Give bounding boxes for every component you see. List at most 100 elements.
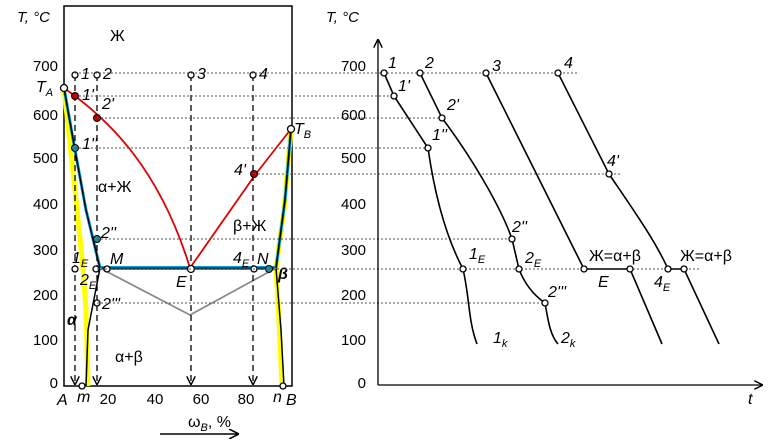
cc-point-4p bbox=[605, 170, 613, 178]
cc-label-1k: 1k bbox=[493, 330, 508, 350]
pd-label-1pp: 1'' bbox=[82, 136, 98, 153]
cc-label-E: E bbox=[598, 274, 609, 291]
region-alpha-liquid: α+Ж bbox=[98, 179, 132, 196]
eutectic-triangle bbox=[99, 267, 277, 317]
pd-label-M: M bbox=[110, 251, 124, 268]
cc-reaction-3: Ж=α+β bbox=[589, 248, 641, 265]
label-TA: TA bbox=[36, 79, 53, 99]
cc-label-2k: 2k bbox=[560, 330, 576, 350]
pd-ytick-100: 100 bbox=[33, 332, 58, 349]
cc-label-1: 1 bbox=[388, 55, 397, 72]
pd-label-1E: 1E bbox=[72, 250, 89, 270]
phase-diagram: 700 600 500 400 300 200 100 0 T, °C 20 4… bbox=[17, 5, 311, 434]
cc-label-2p: 2' bbox=[446, 97, 460, 114]
cc-ytick-400: 400 bbox=[341, 196, 366, 213]
cc-label-2ppp: 2''' bbox=[547, 284, 567, 301]
pd-label-2E: 2E bbox=[79, 272, 97, 292]
phase-diagram-frame bbox=[63, 5, 293, 387]
pd-comp-n: n bbox=[273, 389, 282, 406]
liquidus-alpha bbox=[63, 87, 191, 269]
pd-ytick-0: 0 bbox=[50, 375, 58, 392]
pd-alloy-label-1: 1 bbox=[81, 66, 90, 83]
cc-ytick-700: 700 bbox=[341, 58, 366, 75]
cc-label-4: 4 bbox=[564, 55, 573, 72]
cc-reaction-4: Ж=α+β bbox=[680, 248, 732, 265]
cc-label-2pp: 2'' bbox=[511, 219, 528, 236]
pd-xtick-20: 20 bbox=[100, 391, 117, 408]
pd-alloy-label-3: 3 bbox=[197, 66, 206, 83]
cc-label-4E: 4E bbox=[654, 274, 671, 294]
cc-label-2: 2 bbox=[424, 55, 434, 72]
liquidus-beta bbox=[189, 128, 292, 269]
pd-corner-B: B bbox=[286, 392, 297, 409]
cc-x-axis-label: t bbox=[748, 391, 753, 408]
cc-point-4E-start bbox=[664, 265, 672, 273]
pd-label-4E: 4E bbox=[233, 250, 250, 270]
cc-ytick-500: 500 bbox=[341, 150, 366, 167]
region-beta-liquid: β+Ж bbox=[233, 218, 267, 235]
label-TB: TB bbox=[294, 121, 311, 141]
cc-ytick-200: 200 bbox=[341, 287, 366, 304]
pd-xtick-60: 60 bbox=[193, 391, 210, 408]
cc-point-2pp bbox=[508, 235, 516, 243]
cc-point-3E-start bbox=[580, 265, 588, 273]
cc-point-3 bbox=[482, 69, 490, 77]
cc-point-4 bbox=[554, 69, 562, 77]
pd-ytick-200: 200 bbox=[33, 287, 58, 304]
pd-point-3 bbox=[187, 71, 195, 79]
region-beta: β bbox=[277, 266, 288, 283]
cc-point-2ppp bbox=[541, 299, 549, 307]
pd-point-m bbox=[78, 382, 86, 390]
pd-comp-m: m bbox=[77, 389, 90, 406]
pd-point-n bbox=[279, 382, 287, 390]
pd-point-4 bbox=[249, 71, 257, 79]
pd-point-1 bbox=[71, 71, 79, 79]
cc-point-1pp bbox=[424, 144, 432, 152]
pd-x-axis-label: ωB, % bbox=[188, 414, 231, 434]
pd-label-2p: 2' bbox=[101, 96, 115, 113]
cooling-curves: T, °C t 700 600 500 400 300 200 100 0 bbox=[326, 9, 762, 408]
cc-point-2 bbox=[416, 69, 424, 77]
cc-ytick-0: 0 bbox=[358, 375, 366, 392]
pd-ytick-300: 300 bbox=[33, 242, 58, 259]
cc-point-2E bbox=[515, 265, 523, 273]
cc-point-1p bbox=[390, 92, 398, 100]
cc-ytick-100: 100 bbox=[341, 332, 366, 349]
pd-point-TA bbox=[59, 83, 69, 93]
pd-y-axis-label: T, °C bbox=[17, 9, 50, 26]
cc-point-1E bbox=[459, 265, 467, 273]
cc-ytick-600: 600 bbox=[341, 107, 366, 124]
pd-xtick-40: 40 bbox=[147, 391, 164, 408]
region-alpha: α bbox=[67, 312, 78, 329]
pd-label-4p: 4' bbox=[234, 162, 247, 179]
cc-label-1p: 1' bbox=[398, 78, 411, 95]
pd-label-N: N bbox=[257, 251, 269, 268]
pd-label-2ppp: 2''' bbox=[101, 296, 121, 313]
cc-point-4E-end bbox=[680, 265, 688, 273]
cc-label-1pp: 1'' bbox=[432, 127, 448, 144]
cooling-curve-2 bbox=[419, 72, 559, 345]
pd-ytick-400: 400 bbox=[33, 196, 58, 213]
cc-point-2p bbox=[438, 114, 446, 122]
pd-label-1p: 1' bbox=[82, 87, 95, 104]
pd-point-TB bbox=[286, 124, 296, 134]
cc-label-1E: 1E bbox=[469, 246, 486, 266]
cc-label-3: 3 bbox=[492, 58, 501, 75]
cc-label-2E: 2E bbox=[524, 250, 542, 270]
pd-corner-A: A bbox=[56, 392, 68, 409]
cooling-curve-1 bbox=[383, 72, 478, 345]
pd-point-1E bbox=[71, 265, 79, 273]
region-alpha-beta: α+β bbox=[115, 349, 143, 366]
cc-y-axis-label: T, °C bbox=[326, 9, 359, 26]
cc-point-3E-end bbox=[626, 265, 634, 273]
cooling-curve-4 bbox=[557, 72, 720, 345]
pd-alloy-label-4: 4 bbox=[259, 66, 268, 83]
pd-point-2 bbox=[93, 71, 101, 79]
guide-lines bbox=[75, 72, 700, 304]
cc-label-4p: 4' bbox=[607, 153, 620, 170]
cooling-curve-3 bbox=[485, 72, 663, 345]
region-liquid: Ж bbox=[110, 28, 125, 45]
pd-ytick-500: 500 bbox=[33, 150, 58, 167]
